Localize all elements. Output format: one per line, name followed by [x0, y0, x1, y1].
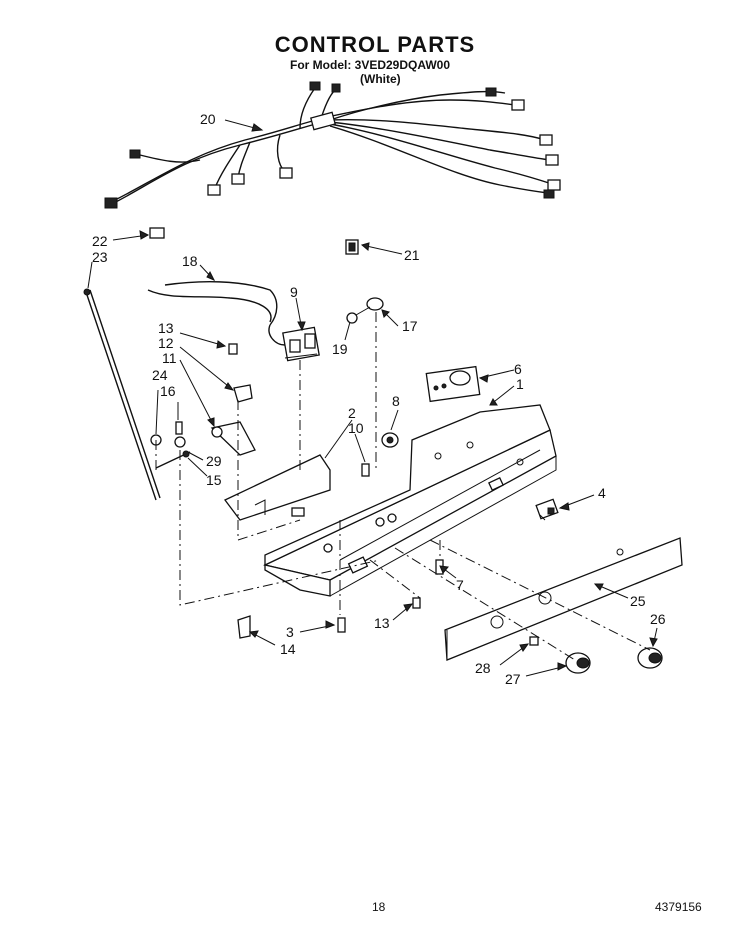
callout-15: 15	[206, 472, 222, 488]
control-housing-part-1	[263, 404, 557, 597]
callout-27: 27	[505, 671, 521, 687]
model-line: For Model: 3VED29DQAW00	[290, 58, 451, 72]
screws	[237, 463, 444, 639]
knob-part-27	[565, 652, 591, 674]
callout-12: 12	[158, 335, 174, 351]
callout-8: 8	[392, 393, 400, 409]
knob-part-26	[637, 647, 663, 669]
shaft-part-28	[529, 636, 539, 646]
callout-17: 17	[402, 318, 418, 334]
callout-23: 23	[92, 249, 108, 265]
lamp-socket-part-17	[346, 297, 384, 324]
page-number: 18	[372, 900, 386, 914]
callout-3: 3	[286, 624, 294, 640]
document-code: 4379156	[655, 900, 702, 914]
grommet-hole	[386, 436, 394, 444]
capillary-tube-part-18	[147, 281, 286, 346]
defrost-timer-part-6	[425, 365, 481, 403]
callout-18: 18	[182, 253, 198, 269]
damper-rod-part-23	[83, 227, 165, 501]
callout-6: 6	[514, 361, 522, 377]
clip-inner	[348, 242, 356, 252]
bracket-part-2	[224, 454, 331, 521]
callout-10: 10	[348, 420, 364, 436]
control-switch-part-9	[282, 326, 320, 362]
callout-20: 20	[200, 111, 216, 127]
callout-labels: 20 22 23 18 9 21 17 19 13 12 11 24 16 29…	[92, 111, 666, 687]
callout-29: 29	[206, 453, 222, 469]
page-title: CONTROL PARTS	[274, 32, 476, 57]
assembly-lines	[155, 312, 651, 661]
callout-2: 2	[348, 405, 356, 421]
callout-24: 24	[152, 367, 168, 383]
callout-13-top: 13	[158, 320, 174, 336]
wire-harness-part-20	[104, 81, 561, 209]
callout-14: 14	[280, 641, 296, 657]
callout-21: 21	[404, 247, 420, 263]
callout-13-bottom: 13	[374, 615, 390, 631]
callout-9: 9	[290, 284, 298, 300]
callout-7: 7	[456, 577, 464, 593]
color-line: (White)	[360, 72, 401, 86]
callout-16: 16	[160, 383, 176, 399]
callout-19: 19	[332, 341, 348, 357]
callout-26: 26	[650, 611, 666, 627]
left-hardware-cluster	[150, 343, 256, 469]
callout-25: 25	[630, 593, 646, 609]
callout-1: 1	[516, 376, 524, 392]
callout-22: 22	[92, 233, 108, 249]
arrowheads	[139, 123, 658, 671]
lamp-part-4	[535, 498, 559, 520]
callout-4: 4	[598, 485, 606, 501]
control-panel-part-25	[444, 537, 683, 661]
callout-11: 11	[162, 350, 177, 366]
callout-28: 28	[475, 660, 491, 676]
